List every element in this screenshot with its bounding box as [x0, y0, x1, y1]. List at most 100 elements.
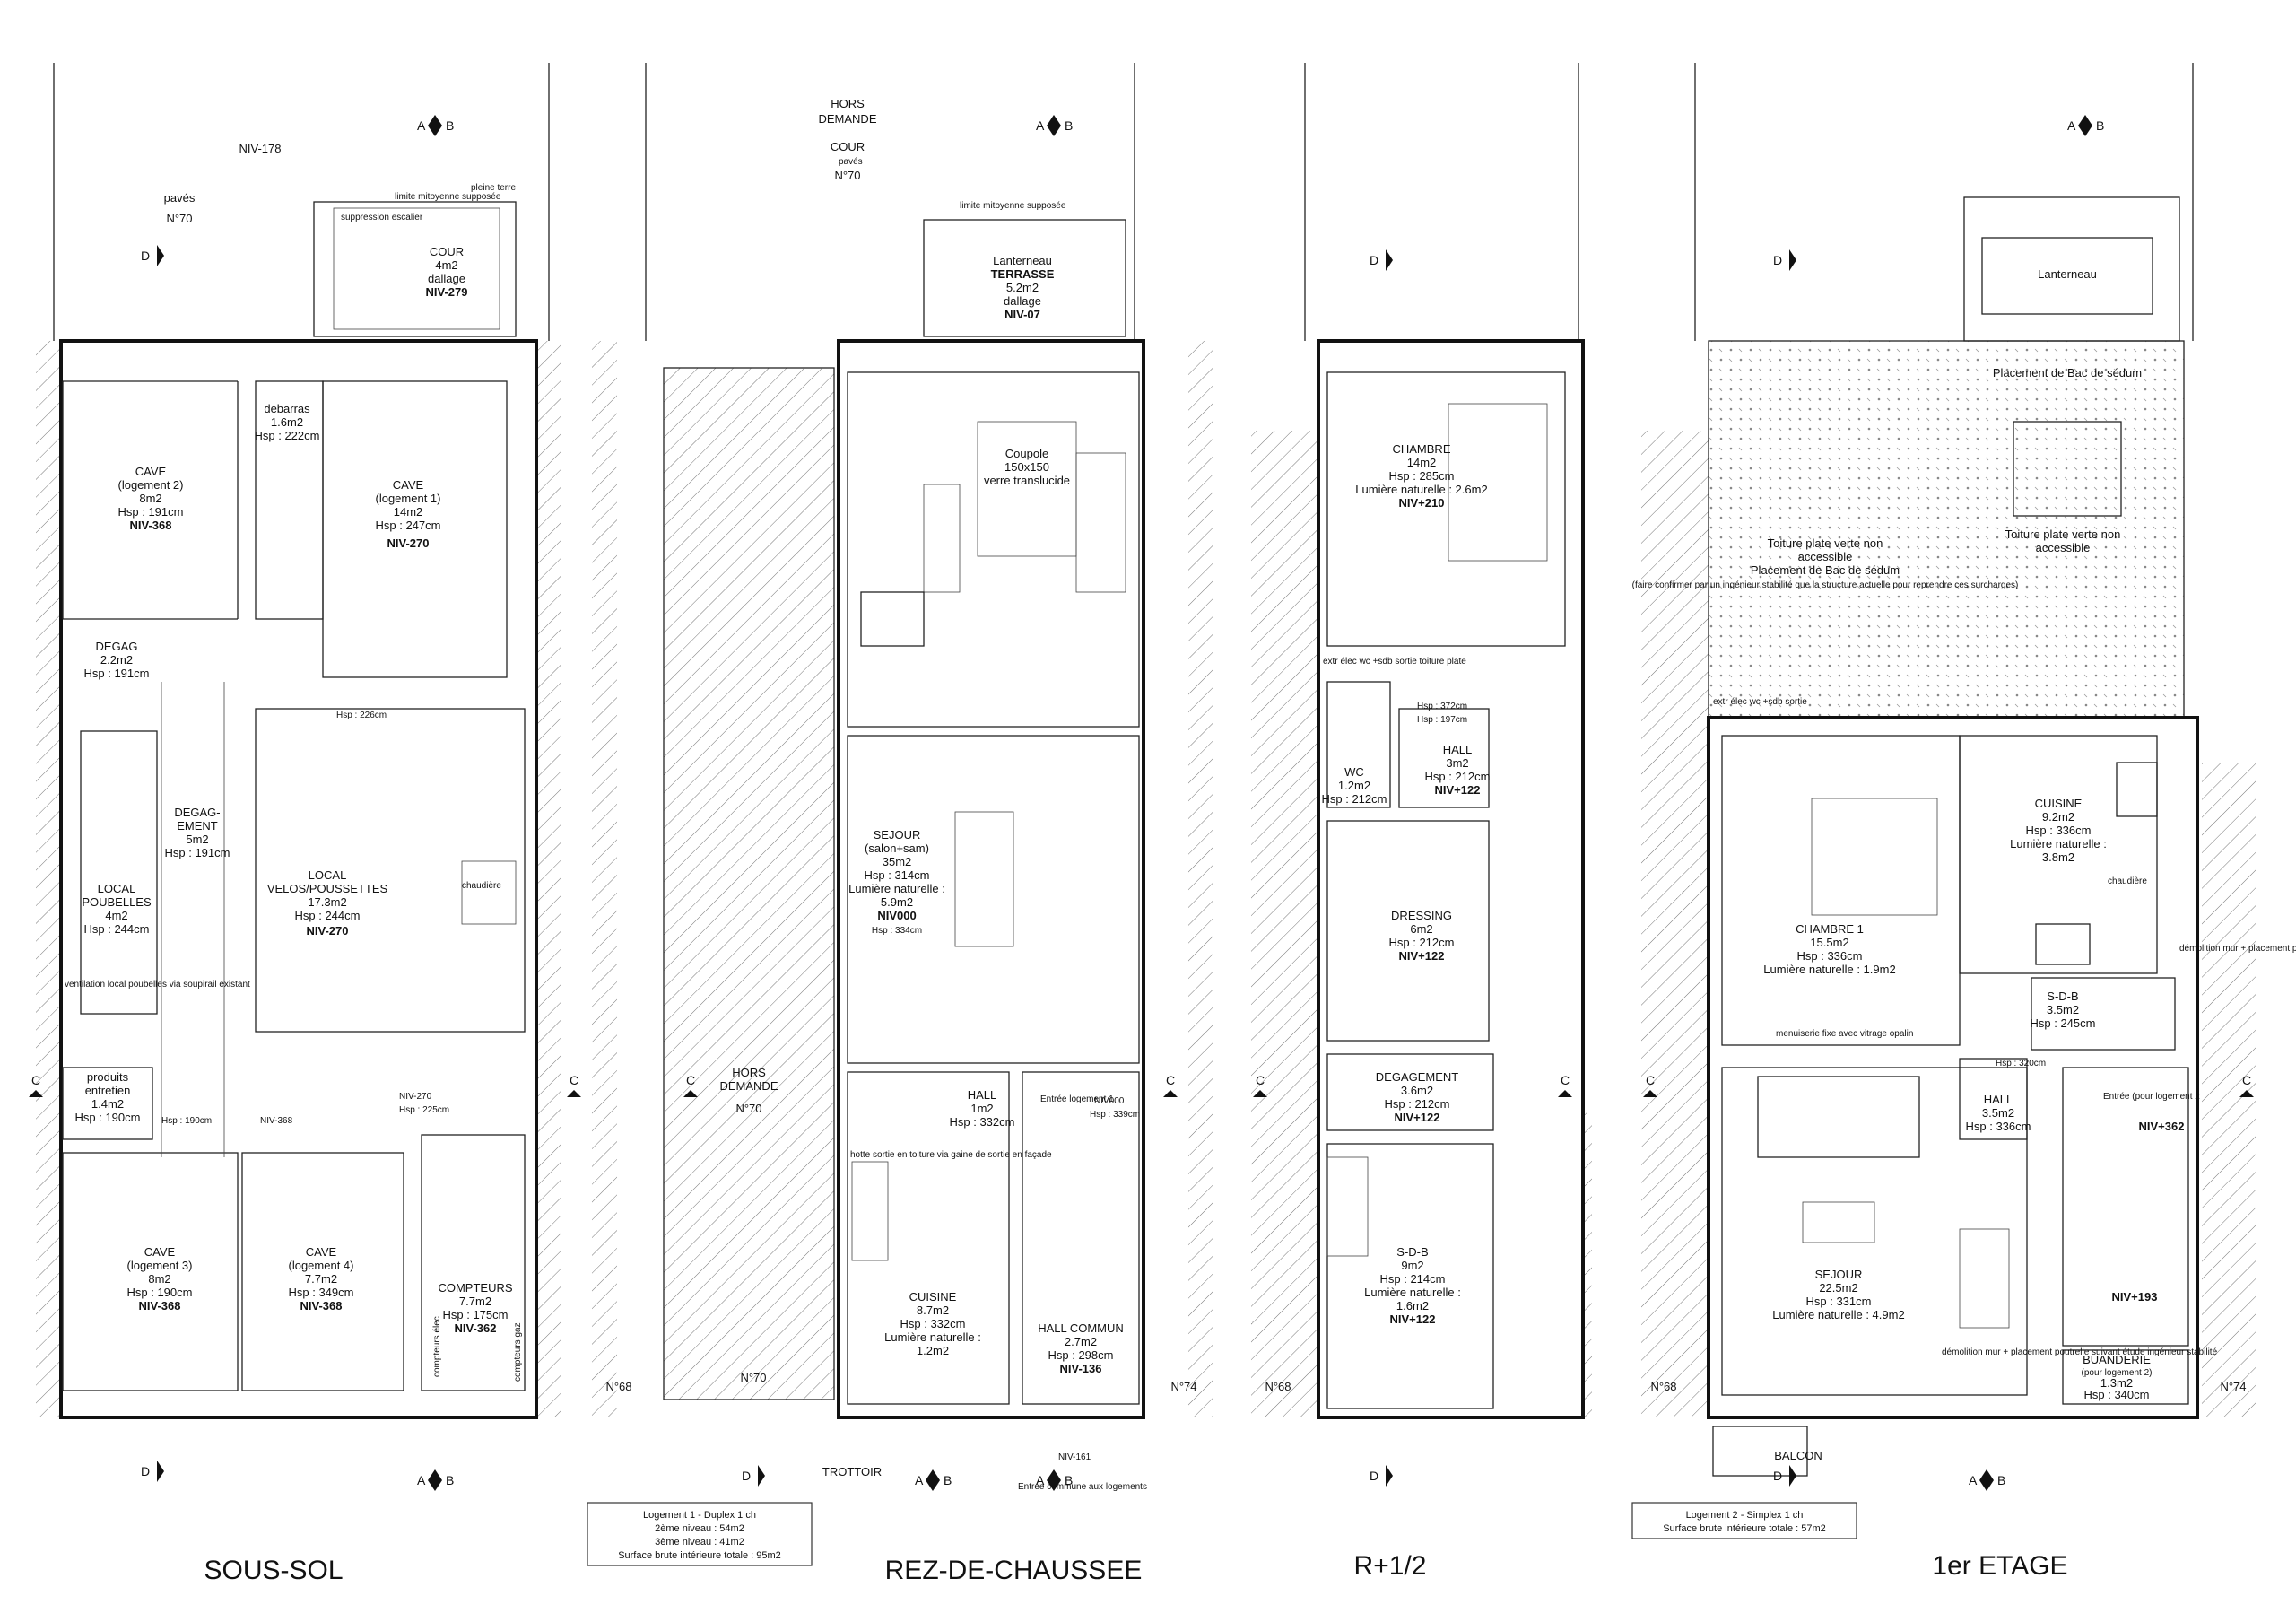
- svg-text:CAVE: CAVE: [393, 478, 424, 492]
- svg-text:produits: produits: [87, 1070, 129, 1084]
- plan-1er-etage: Lanterneau Toiture plate verte non acces…: [1631, 63, 2296, 1581]
- svg-text:Hsp : 336cm: Hsp : 336cm: [1966, 1120, 2031, 1133]
- section-marker-c: C: [2239, 1073, 2254, 1097]
- svg-text:Hsp : 191cm: Hsp : 191cm: [118, 505, 184, 519]
- svg-text:S-D-B: S-D-B: [1396, 1245, 1428, 1259]
- label-niv-270-hall: NIV-270: [399, 1092, 432, 1102]
- label-ventilation: ventilation local poubelles via soupirai…: [65, 980, 250, 990]
- svg-text:CUISINE: CUISINE: [2035, 797, 2083, 810]
- svg-text:B: B: [1997, 1473, 2005, 1487]
- label-entree-logement-2: Entrée (pour logement 2: [2103, 1092, 2200, 1102]
- label-hsp-226: Hsp : 226cm: [336, 711, 387, 720]
- label-extr-elec: extr élec wc +sdb sortie toiture plate: [1323, 657, 1466, 667]
- label-niv000-hall: NIV000: [1094, 1096, 1125, 1106]
- svg-text:NIV+122: NIV+122: [1399, 949, 1445, 963]
- room-terrasse: Lanterneau TERRASSE 5.2m2 dallage NIV-07: [991, 254, 1055, 321]
- label-n70-rdc: N°70: [834, 169, 860, 182]
- label-chaudiere: chaudière: [462, 881, 501, 891]
- svg-text:debarras: debarras: [264, 402, 310, 415]
- svg-text:A: A: [2067, 118, 2076, 133]
- label-balcon: BALCON: [1774, 1449, 1822, 1462]
- label-n70: N°70: [166, 212, 192, 225]
- svg-text:9.2m2: 9.2m2: [2042, 810, 2074, 824]
- svg-text:D: D: [141, 249, 150, 263]
- label-niv-193: NIV+193: [2112, 1290, 2158, 1304]
- svg-text:2.7m2: 2.7m2: [1065, 1335, 1097, 1348]
- svg-text:N°70: N°70: [735, 1102, 761, 1115]
- room-compteurs: COMPTEURS 7.7m2 Hsp : 175cm NIV-362: [438, 1281, 512, 1335]
- svg-text:Lanterneau: Lanterneau: [993, 254, 1052, 267]
- room-dressing: DRESSING 6m2 Hsp : 212cm NIV+122: [1389, 909, 1455, 963]
- room-wc: WC 1.2m2 Hsp : 212cm: [1322, 765, 1387, 806]
- label-hsp-197: Hsp : 197cm: [1417, 715, 1467, 725]
- svg-text:accessible: accessible: [1798, 550, 1853, 563]
- section-marker-d: D: [141, 1461, 164, 1482]
- svg-text:B: B: [446, 1473, 454, 1487]
- room-chambre-rdemi: CHAMBRE 14m2 Hsp : 285cm Lumière naturel…: [1355, 442, 1487, 510]
- svg-text:SEJOUR: SEJOUR: [1815, 1268, 1863, 1281]
- svg-text:entretien: entretien: [85, 1084, 131, 1097]
- plan-title-r-demi: R+1/2: [1354, 1551, 1427, 1581]
- label-faire-confirmer-1: (faire confirmer par un ingénieur stabil…: [1632, 580, 2019, 590]
- svg-text:C: C: [2242, 1073, 2251, 1087]
- label-niv-368-hall: NIV-368: [260, 1116, 293, 1126]
- svg-text:4m2: 4m2: [435, 258, 457, 272]
- section-marker-d: D: [1773, 1465, 1796, 1487]
- svg-text:NIV+122: NIV+122: [1435, 783, 1481, 797]
- room-buanderie: BUANDERIE (pour logement 2) 1.3m2 Hsp : …: [2082, 1353, 2152, 1401]
- room-sejour-1er: SEJOUR 22.5m2 Hsp : 331cm Lumière nature…: [1772, 1268, 1904, 1321]
- label-niv-178: NIV-178: [239, 142, 282, 155]
- svg-text:Hsp : 190cm: Hsp : 190cm: [127, 1286, 193, 1299]
- label-menuiserie: menuiserie fixe avec vitrage opalin: [1776, 1029, 1913, 1039]
- svg-text:22.5m2: 22.5m2: [1819, 1281, 1857, 1295]
- label-hotte: hotte sortie en toiture via gaine de sor…: [850, 1150, 1052, 1160]
- room-sejour-rdc: SEJOUR (salon+sam) 35m2 Hsp : 314cm Lumi…: [848, 828, 945, 936]
- svg-text:CUISINE: CUISINE: [909, 1290, 957, 1304]
- svg-text:B: B: [446, 118, 454, 133]
- svg-text:NIV-362: NIV-362: [455, 1321, 497, 1335]
- room-toiture-plate-1: Toiture plate verte non accessible Place…: [1751, 536, 1900, 577]
- svg-text:Hsp : 222cm: Hsp : 222cm: [255, 429, 320, 442]
- label-hors: HORS: [831, 97, 865, 110]
- svg-text:Hsp : 332cm: Hsp : 332cm: [900, 1317, 966, 1330]
- svg-text:Lumière naturelle :: Lumière naturelle :: [1364, 1286, 1461, 1299]
- svg-text:NIV-270: NIV-270: [307, 924, 349, 937]
- svg-text:Hsp : 285cm: Hsp : 285cm: [1389, 469, 1455, 483]
- svg-text:verre translucide: verre translucide: [984, 474, 1070, 487]
- svg-text:HALL: HALL: [968, 1088, 997, 1102]
- svg-text:Hsp : 298cm: Hsp : 298cm: [1048, 1348, 1114, 1362]
- svg-text:D: D: [1773, 253, 1782, 267]
- svg-text:NIV-368: NIV-368: [130, 519, 172, 532]
- svg-text:dallage: dallage: [428, 272, 465, 285]
- svg-text:Lumière naturelle :: Lumière naturelle :: [848, 882, 945, 895]
- svg-text:Toiture plate verte non: Toiture plate verte non: [1768, 536, 1883, 550]
- svg-text:5m2: 5m2: [186, 833, 208, 846]
- svg-text:A: A: [915, 1473, 924, 1487]
- svg-text:HALL: HALL: [1984, 1093, 2013, 1106]
- svg-text:COMPTEURS: COMPTEURS: [438, 1281, 512, 1295]
- section-marker-d: D: [1370, 249, 1393, 271]
- svg-text:35m2: 35m2: [883, 855, 912, 868]
- svg-text:Hsp : 191cm: Hsp : 191cm: [84, 667, 150, 680]
- label-compteurs-gaz: compteurs gaz: [513, 1322, 523, 1382]
- svg-text:(pour logement 2): (pour logement 2): [2082, 1368, 2152, 1378]
- svg-text:8.7m2: 8.7m2: [917, 1304, 949, 1317]
- label-limite-rdc: limite mitoyenne supposée: [960, 201, 1066, 211]
- svg-text:Surface brute intérieure total: Surface brute intérieure totale : 95m2: [618, 1550, 781, 1561]
- svg-text:CAVE: CAVE: [144, 1245, 176, 1259]
- svg-text:TERRASSE: TERRASSE: [991, 267, 1055, 281]
- svg-text:dallage: dallage: [1004, 294, 1041, 308]
- section-marker-d: D: [1773, 249, 1796, 271]
- plan-r-demi: CHAMBRE 14m2 Hsp : 285cm Lumière naturel…: [1251, 63, 1592, 1581]
- svg-text:SEJOUR: SEJOUR: [874, 828, 921, 842]
- room-cour: COUR 4m2 dallage NIV-279: [426, 245, 468, 299]
- section-marker-c: C: [1558, 1073, 1572, 1097]
- svg-text:NIV-368: NIV-368: [139, 1299, 181, 1312]
- label-lanterneau: Lanterneau: [2038, 267, 2097, 281]
- label-entree-logement-1: Entrée logement 1: [1040, 1094, 1114, 1104]
- svg-text:Hsp : 175cm: Hsp : 175cm: [443, 1308, 509, 1321]
- svg-text:D: D: [1370, 253, 1378, 267]
- room-local-poubelles: LOCAL POUBELLES 4m2 Hsp : 244cm: [82, 882, 152, 936]
